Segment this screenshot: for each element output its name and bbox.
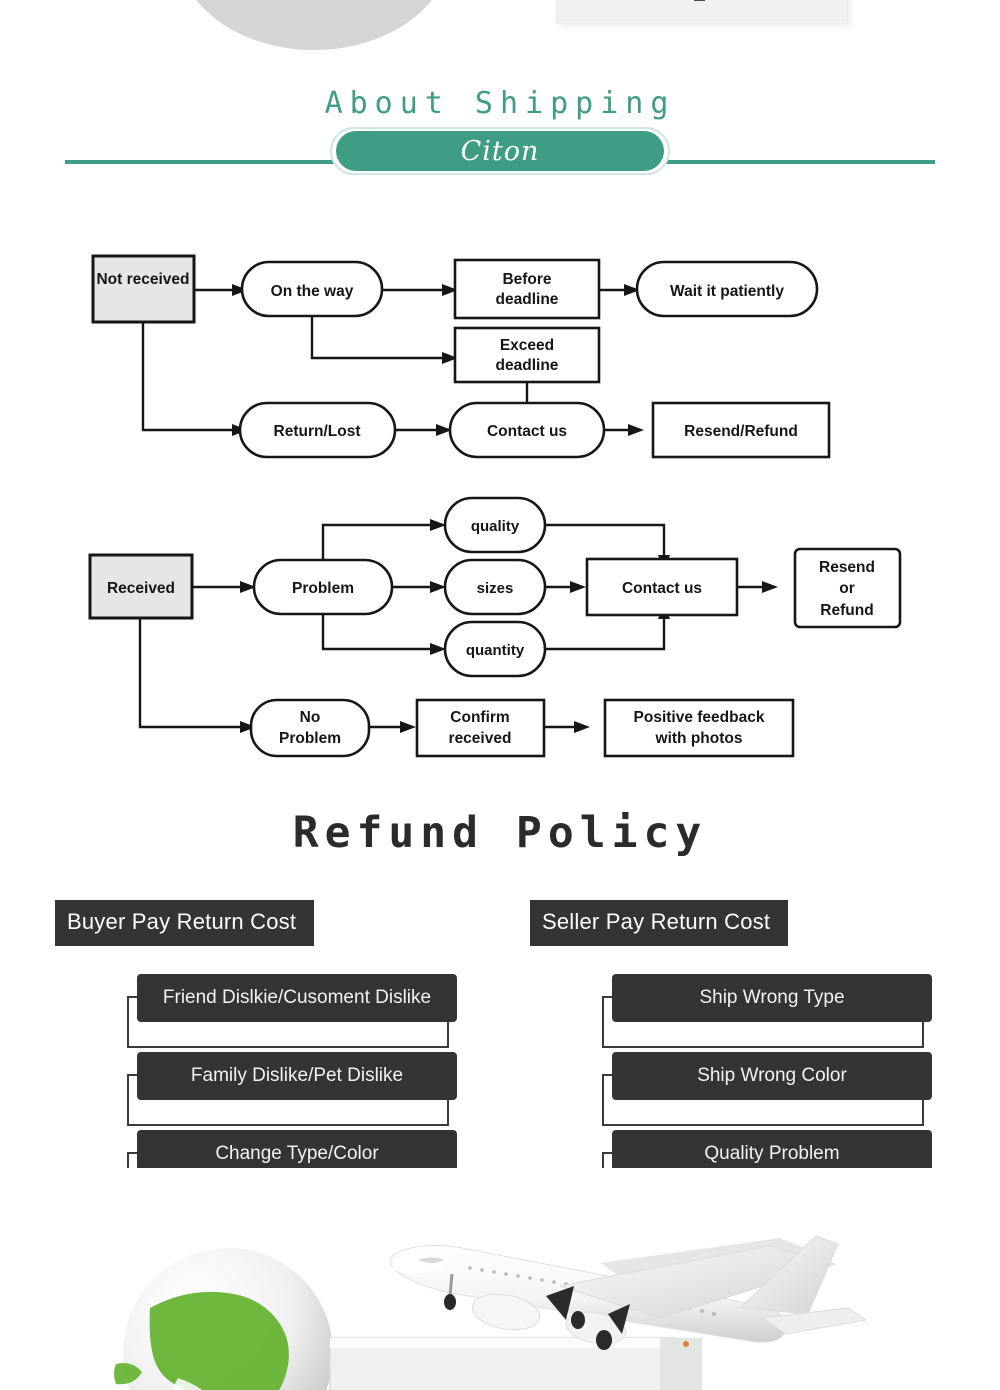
svg-text:deadline: deadline bbox=[496, 291, 559, 308]
decorative-circle bbox=[178, 0, 450, 50]
svg-text:Wait it patiently: Wait it patiently bbox=[670, 283, 784, 300]
svg-text:Before: Before bbox=[502, 271, 551, 288]
arrowhead bbox=[442, 284, 458, 296]
shipping-flowcharts: Not received On the way Before deadline … bbox=[0, 230, 1000, 790]
node-confirm-received[interactable] bbox=[415, 698, 546, 758]
arrowhead bbox=[240, 721, 256, 733]
policy-item-buyer-1[interactable]: Friend Dislkie/Cusoment Dislike bbox=[137, 974, 457, 1022]
arrowhead bbox=[628, 424, 644, 436]
svg-text:Confirm: Confirm bbox=[450, 709, 509, 726]
svg-text:Return/Lost: Return/Lost bbox=[274, 423, 361, 440]
edge-quantity-contact bbox=[545, 619, 666, 651]
node-problem[interactable] bbox=[252, 558, 394, 616]
shipping-photo bbox=[0, 1168, 1000, 1390]
node-no-problem[interactable] bbox=[249, 698, 371, 758]
node-resend-or-refund[interactable] bbox=[793, 547, 902, 629]
arrowhead bbox=[574, 721, 590, 733]
arrowhead bbox=[400, 721, 416, 733]
flow-not-received: Not received On the way Before deadline … bbox=[91, 254, 831, 459]
decorative-card bbox=[556, 0, 848, 24]
arrowhead bbox=[436, 424, 452, 436]
brand-pill bbox=[336, 131, 664, 171]
svg-text:Contact us: Contact us bbox=[487, 423, 567, 440]
edge-quality-contact bbox=[545, 523, 666, 555]
node-exceed-deadline[interactable] bbox=[453, 326, 601, 384]
svg-text:Not received: Not received bbox=[96, 271, 189, 288]
arrowhead bbox=[430, 581, 446, 593]
node-quantity[interactable] bbox=[443, 620, 547, 678]
policy-row: Friend Dislkie/Cusoment Dislike bbox=[55, 974, 485, 1052]
svg-text:Resend/Refund: Resend/Refund bbox=[684, 423, 798, 440]
flow-received: Received Problem quality sizes quantity … bbox=[88, 496, 902, 758]
svg-text:On the way: On the way bbox=[271, 283, 354, 300]
svg-text:Problem: Problem bbox=[279, 730, 341, 747]
banner-subtitle: About Shipping bbox=[324, 86, 676, 121]
brand-name: Citon bbox=[460, 135, 540, 167]
policy-heading-seller: Seller Pay Return Cost bbox=[530, 900, 789, 946]
about-shipping-banner: About Shipping Citon bbox=[0, 86, 1000, 196]
globe-graphic bbox=[114, 1248, 333, 1390]
node-before-deadline[interactable] bbox=[453, 258, 601, 320]
arrowhead bbox=[240, 581, 256, 593]
policy-item-seller-2[interactable]: Ship Wrong Color bbox=[612, 1052, 932, 1100]
svg-text:sizes: sizes bbox=[477, 580, 514, 597]
arrowhead bbox=[570, 581, 586, 593]
edge-notreceived-returnlost bbox=[141, 322, 232, 432]
edge-received-noproblem bbox=[138, 618, 240, 729]
node-on-the-way[interactable] bbox=[240, 260, 384, 318]
edge-problem-quantity bbox=[321, 613, 430, 651]
svg-text:Positive feedback: Positive feedback bbox=[634, 709, 765, 726]
node-resend-refund[interactable] bbox=[651, 401, 831, 459]
node-wait-it-patiently[interactable] bbox=[635, 260, 819, 318]
cargo-platform bbox=[329, 1337, 702, 1390]
arrowhead bbox=[762, 581, 778, 593]
arrowhead bbox=[232, 284, 248, 296]
refund-policy-title: Refund Policy bbox=[292, 808, 708, 858]
edge-ontheway-exceed bbox=[310, 316, 442, 360]
svg-text:deadline: deadline bbox=[496, 357, 559, 374]
policy-column-seller: Seller Pay Return Cost Ship Wrong Type S… bbox=[530, 900, 960, 1208]
policy-row: Ship Wrong Type bbox=[530, 974, 960, 1052]
node-not-received[interactable] bbox=[91, 254, 196, 324]
policy-heading-buyer: Buyer Pay Return Cost bbox=[55, 900, 315, 946]
arrowhead bbox=[430, 519, 446, 531]
policy-item-seller-1[interactable]: Ship Wrong Type bbox=[612, 974, 932, 1022]
node-return-lost[interactable] bbox=[238, 401, 397, 459]
arrowhead bbox=[442, 352, 458, 364]
svg-text:Contact us: Contact us bbox=[622, 580, 702, 597]
svg-text:or: or bbox=[839, 580, 855, 597]
svg-text:Exceed: Exceed bbox=[500, 337, 554, 354]
arrowhead bbox=[430, 643, 446, 655]
policy-item-buyer-2[interactable]: Family Dislike/Pet Dislike bbox=[137, 1052, 457, 1100]
node-contact-us-1[interactable] bbox=[448, 401, 606, 459]
node-contact-us-2[interactable] bbox=[585, 557, 739, 617]
policy-row: Ship Wrong Color bbox=[530, 1052, 960, 1130]
airplane-graphic bbox=[389, 1235, 868, 1350]
svg-text:Problem: Problem bbox=[292, 580, 354, 597]
node-positive-feedback[interactable] bbox=[603, 698, 795, 758]
node-received[interactable] bbox=[88, 553, 194, 620]
svg-text:No: No bbox=[300, 709, 321, 726]
svg-text:Refund: Refund bbox=[820, 602, 873, 619]
policy-column-buyer: Buyer Pay Return Cost Friend Dislkie/Cus… bbox=[55, 900, 485, 1208]
edge-problem-quality bbox=[321, 523, 430, 561]
svg-text:quality: quality bbox=[471, 518, 520, 535]
node-quality[interactable] bbox=[443, 496, 547, 554]
arrowhead bbox=[624, 284, 640, 296]
policy-row: Family Dislike/Pet Dislike bbox=[55, 1052, 485, 1130]
decorative-card-dot bbox=[694, 0, 705, 1]
svg-text:quantity: quantity bbox=[466, 642, 525, 659]
svg-text:received: received bbox=[449, 730, 512, 747]
svg-text:Received: Received bbox=[107, 580, 175, 597]
node-sizes[interactable] bbox=[443, 558, 547, 616]
svg-text:with photos: with photos bbox=[655, 730, 743, 747]
svg-text:Resend: Resend bbox=[819, 559, 875, 576]
